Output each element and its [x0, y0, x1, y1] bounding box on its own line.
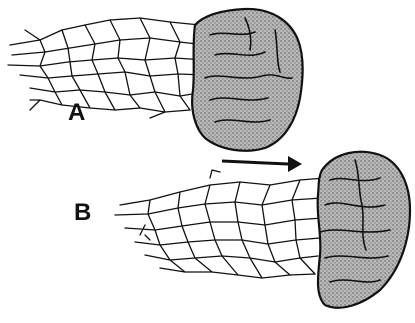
panel-a-stippled-mass [192, 9, 303, 151]
panel-a-fiber-network [8, 18, 205, 118]
panel-b: B [74, 152, 410, 308]
panel-b-fiber-network [115, 170, 325, 278]
arrow-head-icon [288, 156, 302, 172]
panel-b-label: B [74, 199, 91, 226]
panel-a-label: A [68, 99, 85, 126]
panel-a: A [8, 9, 303, 151]
panel-b-stippled-mass [318, 152, 410, 308]
direction-arrow [222, 156, 302, 172]
